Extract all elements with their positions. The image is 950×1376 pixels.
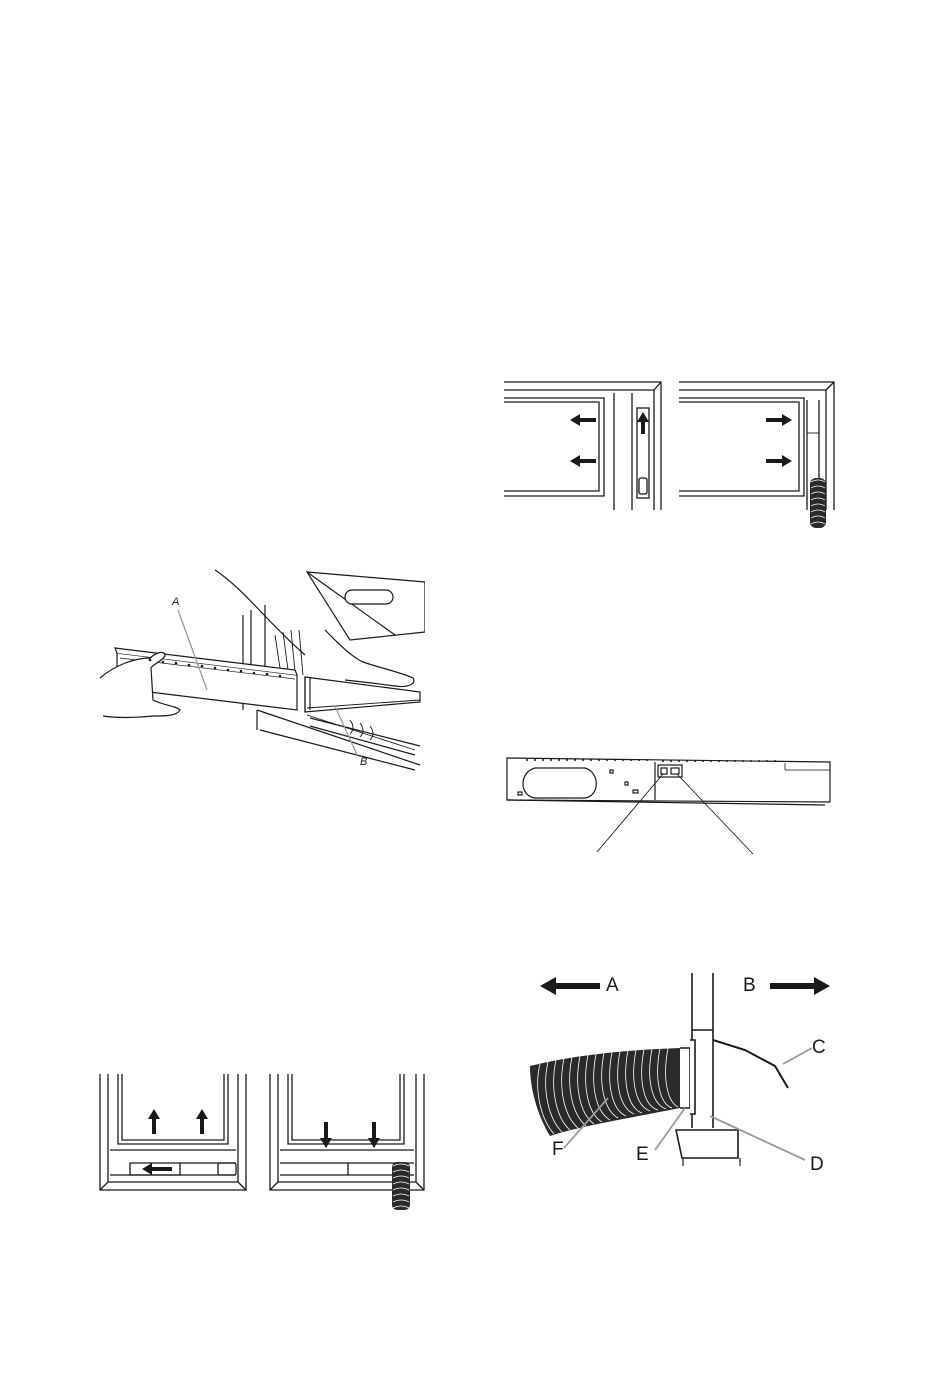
label-f: F — [552, 1140, 564, 1159]
label-d: D — [810, 1155, 824, 1174]
figure-window-vertical — [98, 1074, 426, 1210]
exhaust-hose-horizontal — [810, 478, 826, 528]
label-b: B — [360, 757, 367, 768]
figure-slider-install — [95, 560, 425, 775]
arrow-b-icon — [770, 977, 830, 995]
exhaust-hose — [530, 1048, 680, 1136]
label-c: C — [812, 1038, 826, 1057]
label-arrow-b: B — [743, 976, 756, 995]
figure-window-horizontal — [504, 378, 836, 528]
label-a: A — [172, 597, 179, 608]
exhaust-hose-vertical — [392, 1162, 410, 1210]
figure-slider-detail — [505, 750, 835, 862]
label-arrow-a: A — [606, 976, 619, 995]
figure-hose-cross-section — [520, 968, 840, 1178]
arrow-a-icon — [540, 977, 600, 995]
label-e: E — [636, 1145, 649, 1164]
